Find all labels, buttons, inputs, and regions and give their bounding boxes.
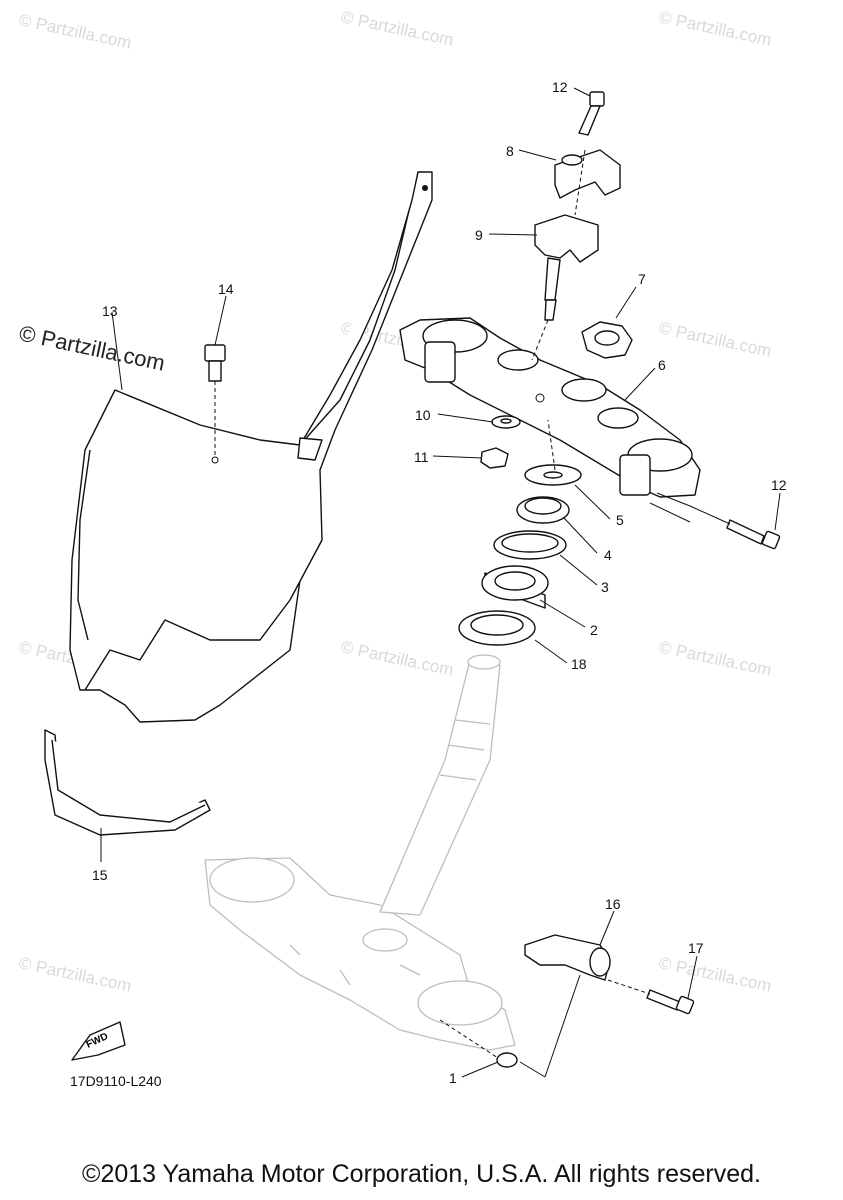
callout-15: 15 <box>92 867 108 883</box>
watermark: © Partzilla.com <box>17 953 133 995</box>
nut-7 <box>581 321 633 359</box>
bolt-12-top <box>578 91 605 136</box>
lower-bracket-ghost <box>204 654 516 1051</box>
callout-14: 14 <box>218 281 234 297</box>
ring-nut-4 <box>516 496 570 524</box>
watermark: © Partzilla.com <box>17 10 133 52</box>
callout-5: 5 <box>616 512 624 528</box>
bearing-2 <box>481 565 549 609</box>
copyright-notice: ©2013 Yamaha Motor Corporation, U.S.A. A… <box>82 1160 761 1188</box>
clamp-16 <box>524 934 611 981</box>
washer-10 <box>491 415 521 429</box>
callout-3: 3 <box>601 579 609 595</box>
watermark-dark: © Partzilla.com <box>17 320 167 375</box>
watermark: © Partzilla.com <box>339 637 455 679</box>
bolt-12-right <box>726 519 781 550</box>
watermark: © Partzilla.com <box>657 7 773 49</box>
bearing-18 <box>458 610 536 646</box>
callout-12-top: 12 <box>552 79 568 95</box>
callout-4: 4 <box>604 547 612 563</box>
protector-15 <box>44 729 211 836</box>
callout-10: 10 <box>415 407 431 423</box>
callout-6: 6 <box>658 357 666 373</box>
handlebar-holder-upper-8 <box>554 149 621 199</box>
bolt-14 <box>204 344 226 464</box>
diagram-code: 17D9110-L240 <box>70 1073 162 1089</box>
callout-2: 2 <box>590 622 598 638</box>
leader-lines <box>100 87 781 1078</box>
callout-13: 13 <box>102 303 118 319</box>
watermark: © Partzilla.com <box>339 7 455 49</box>
callout-7: 7 <box>638 271 646 287</box>
washer-5 <box>524 464 582 486</box>
cap-1 <box>496 1052 518 1068</box>
watermark: © Partzilla.com <box>657 637 773 679</box>
nut-11 <box>480 447 509 469</box>
upper-bracket-6 <box>399 317 701 498</box>
callout-8: 8 <box>506 143 514 159</box>
callout-16: 16 <box>605 896 621 912</box>
bolt-17 <box>646 989 695 1015</box>
callout-11: 11 <box>414 449 429 465</box>
fwd-arrow: FWD <box>71 1021 126 1061</box>
callout-17: 17 <box>688 940 704 956</box>
callout-labels: 12 8 9 7 6 10 11 5 4 3 2 18 12 13 14 15 … <box>70 79 787 1089</box>
watermark: © Partzilla.com <box>657 318 773 360</box>
number-plate-13 <box>69 171 433 723</box>
callout-18: 18 <box>571 656 587 672</box>
cover-3 <box>493 530 567 560</box>
callout-12-right: 12 <box>771 477 787 493</box>
watermark: © Partzilla.com <box>657 953 773 995</box>
handlebar-holder-lower-9 <box>534 214 599 321</box>
callout-1: 1 <box>449 1070 457 1086</box>
callout-9: 9 <box>475 227 483 243</box>
